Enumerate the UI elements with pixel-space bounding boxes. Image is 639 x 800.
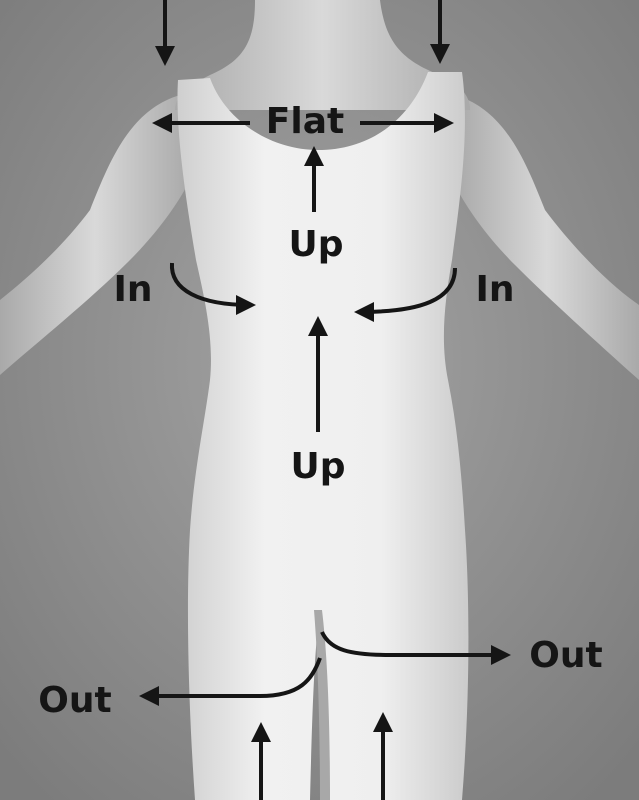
label-out-left: Out bbox=[38, 680, 111, 721]
label-out-right: Out bbox=[529, 635, 602, 676]
label-up-torso: Up bbox=[290, 446, 345, 487]
label-up-chest: Up bbox=[288, 224, 343, 265]
label-in-left: In bbox=[113, 269, 152, 310]
right-arm bbox=[455, 95, 639, 380]
bodysuit bbox=[177, 72, 469, 800]
arrow-in-left bbox=[169, 262, 256, 315]
left-arm bbox=[0, 95, 190, 375]
neck-shoulders bbox=[175, 0, 470, 110]
label-in-right: In bbox=[475, 269, 514, 310]
arrow-in-right bbox=[354, 267, 457, 322]
label-flat: Flat bbox=[266, 101, 344, 142]
leg-gap bbox=[314, 610, 330, 800]
arrow-out-left bbox=[139, 657, 322, 706]
arrow-out-right bbox=[320, 631, 511, 665]
